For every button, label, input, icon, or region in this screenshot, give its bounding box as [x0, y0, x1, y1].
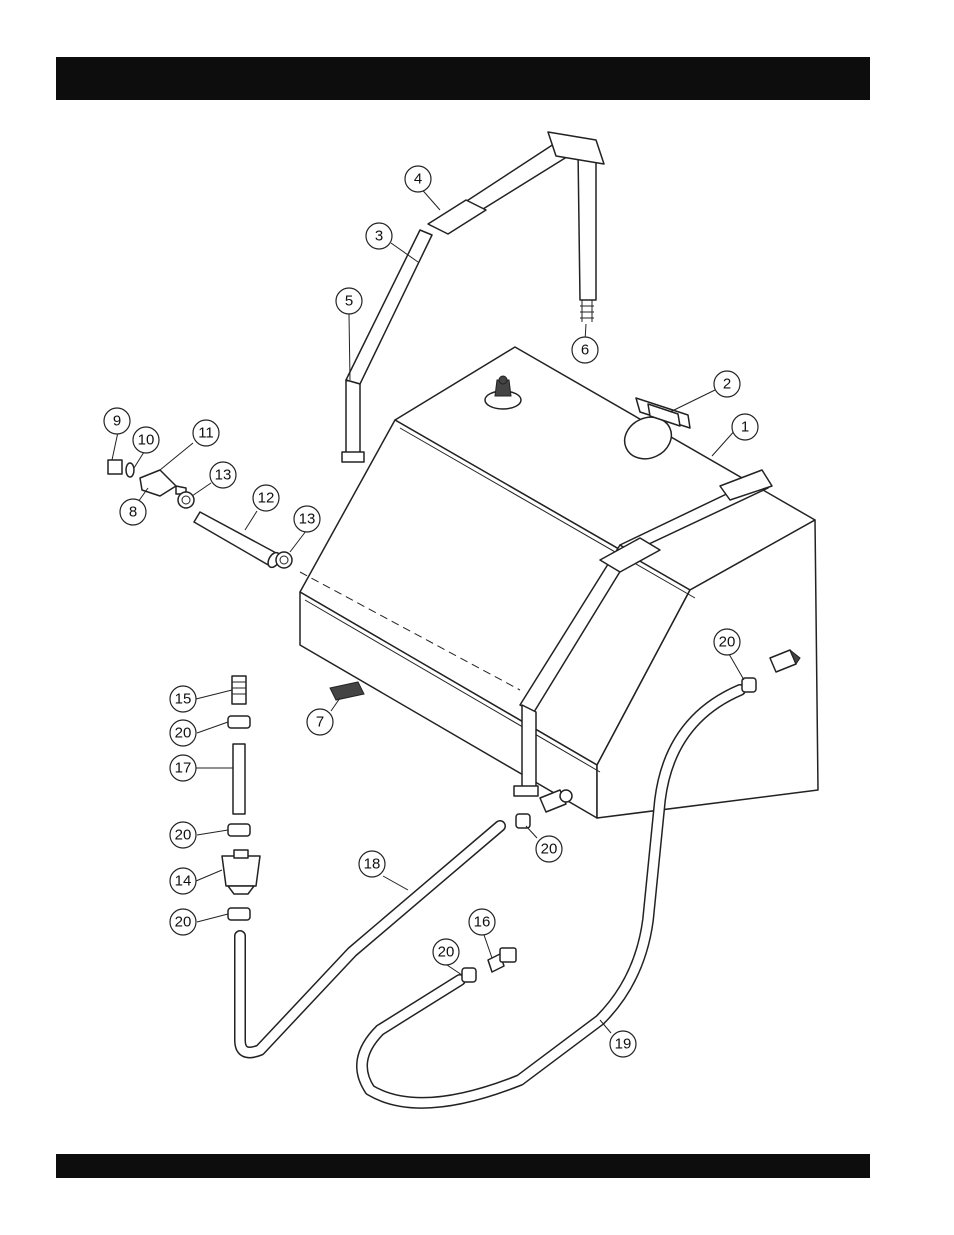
callout-3-label: 3 — [375, 228, 383, 245]
callout-20d: 20 — [170, 720, 196, 746]
callout-13b: 13 — [294, 506, 320, 532]
callout-14-label: 14 — [175, 873, 192, 890]
callout-17: 17 — [170, 755, 196, 781]
callout-19-label: 19 — [615, 1036, 632, 1053]
callout-2: 2 — [714, 371, 740, 397]
callout-12-label: 12 — [258, 490, 275, 507]
callout-8-label: 8 — [129, 504, 137, 521]
callout-20c-label: 20 — [438, 944, 455, 961]
callout-6: 6 — [572, 337, 598, 363]
callout-15-label: 15 — [175, 691, 192, 708]
callout-20b-label: 20 — [541, 841, 558, 858]
callout-19: 19 — [610, 1031, 636, 1057]
callout-12: 12 — [253, 485, 279, 511]
callout-16: 16 — [469, 909, 495, 935]
callout-5: 5 — [336, 288, 362, 314]
callout-20e-label: 20 — [175, 827, 192, 844]
callout-11-label: 11 — [198, 425, 214, 442]
callout-13a-label: 13 — [215, 467, 232, 484]
callout-10: 10 — [133, 427, 159, 453]
callout-8: 8 — [120, 499, 146, 525]
callout-3: 3 — [366, 223, 392, 249]
callout-7: 7 — [307, 709, 333, 735]
callout-10-label: 10 — [138, 432, 155, 449]
callout-20c: 20 — [433, 939, 459, 965]
callout-20f: 20 — [170, 909, 196, 935]
callout-4: 4 — [405, 166, 431, 192]
callout-9: 9 — [104, 408, 130, 434]
callout-17-label: 17 — [175, 760, 192, 777]
callout-6-label: 6 — [581, 342, 589, 359]
callout-11: 11 — [193, 420, 219, 446]
callout-20f-label: 20 — [175, 914, 192, 931]
callout-18: 18 — [359, 851, 385, 877]
callout-1-label: 1 — [741, 419, 749, 436]
callout-7-label: 7 — [316, 714, 324, 731]
rubber-pad — [330, 682, 364, 700]
callout-14: 14 — [170, 868, 196, 894]
callout-4-label: 4 — [414, 171, 422, 188]
callout-20d-label: 20 — [175, 725, 192, 742]
callout-2-label: 2 — [723, 376, 731, 393]
callout-18-label: 18 — [364, 856, 381, 873]
filter-assembly — [222, 676, 260, 920]
callout-13a: 13 — [210, 462, 236, 488]
callout-1: 1 — [732, 414, 758, 440]
callout-15: 15 — [170, 686, 196, 712]
callout-16-label: 16 — [474, 914, 491, 931]
callout-20a-label: 20 — [719, 634, 736, 651]
callout-13b-label: 13 — [299, 511, 316, 528]
callout-20a: 20 — [714, 629, 740, 655]
callout-20e: 20 — [170, 822, 196, 848]
callout-9-label: 9 — [113, 413, 121, 430]
callout-20b: 20 — [536, 836, 562, 862]
callout-5-label: 5 — [345, 293, 353, 310]
